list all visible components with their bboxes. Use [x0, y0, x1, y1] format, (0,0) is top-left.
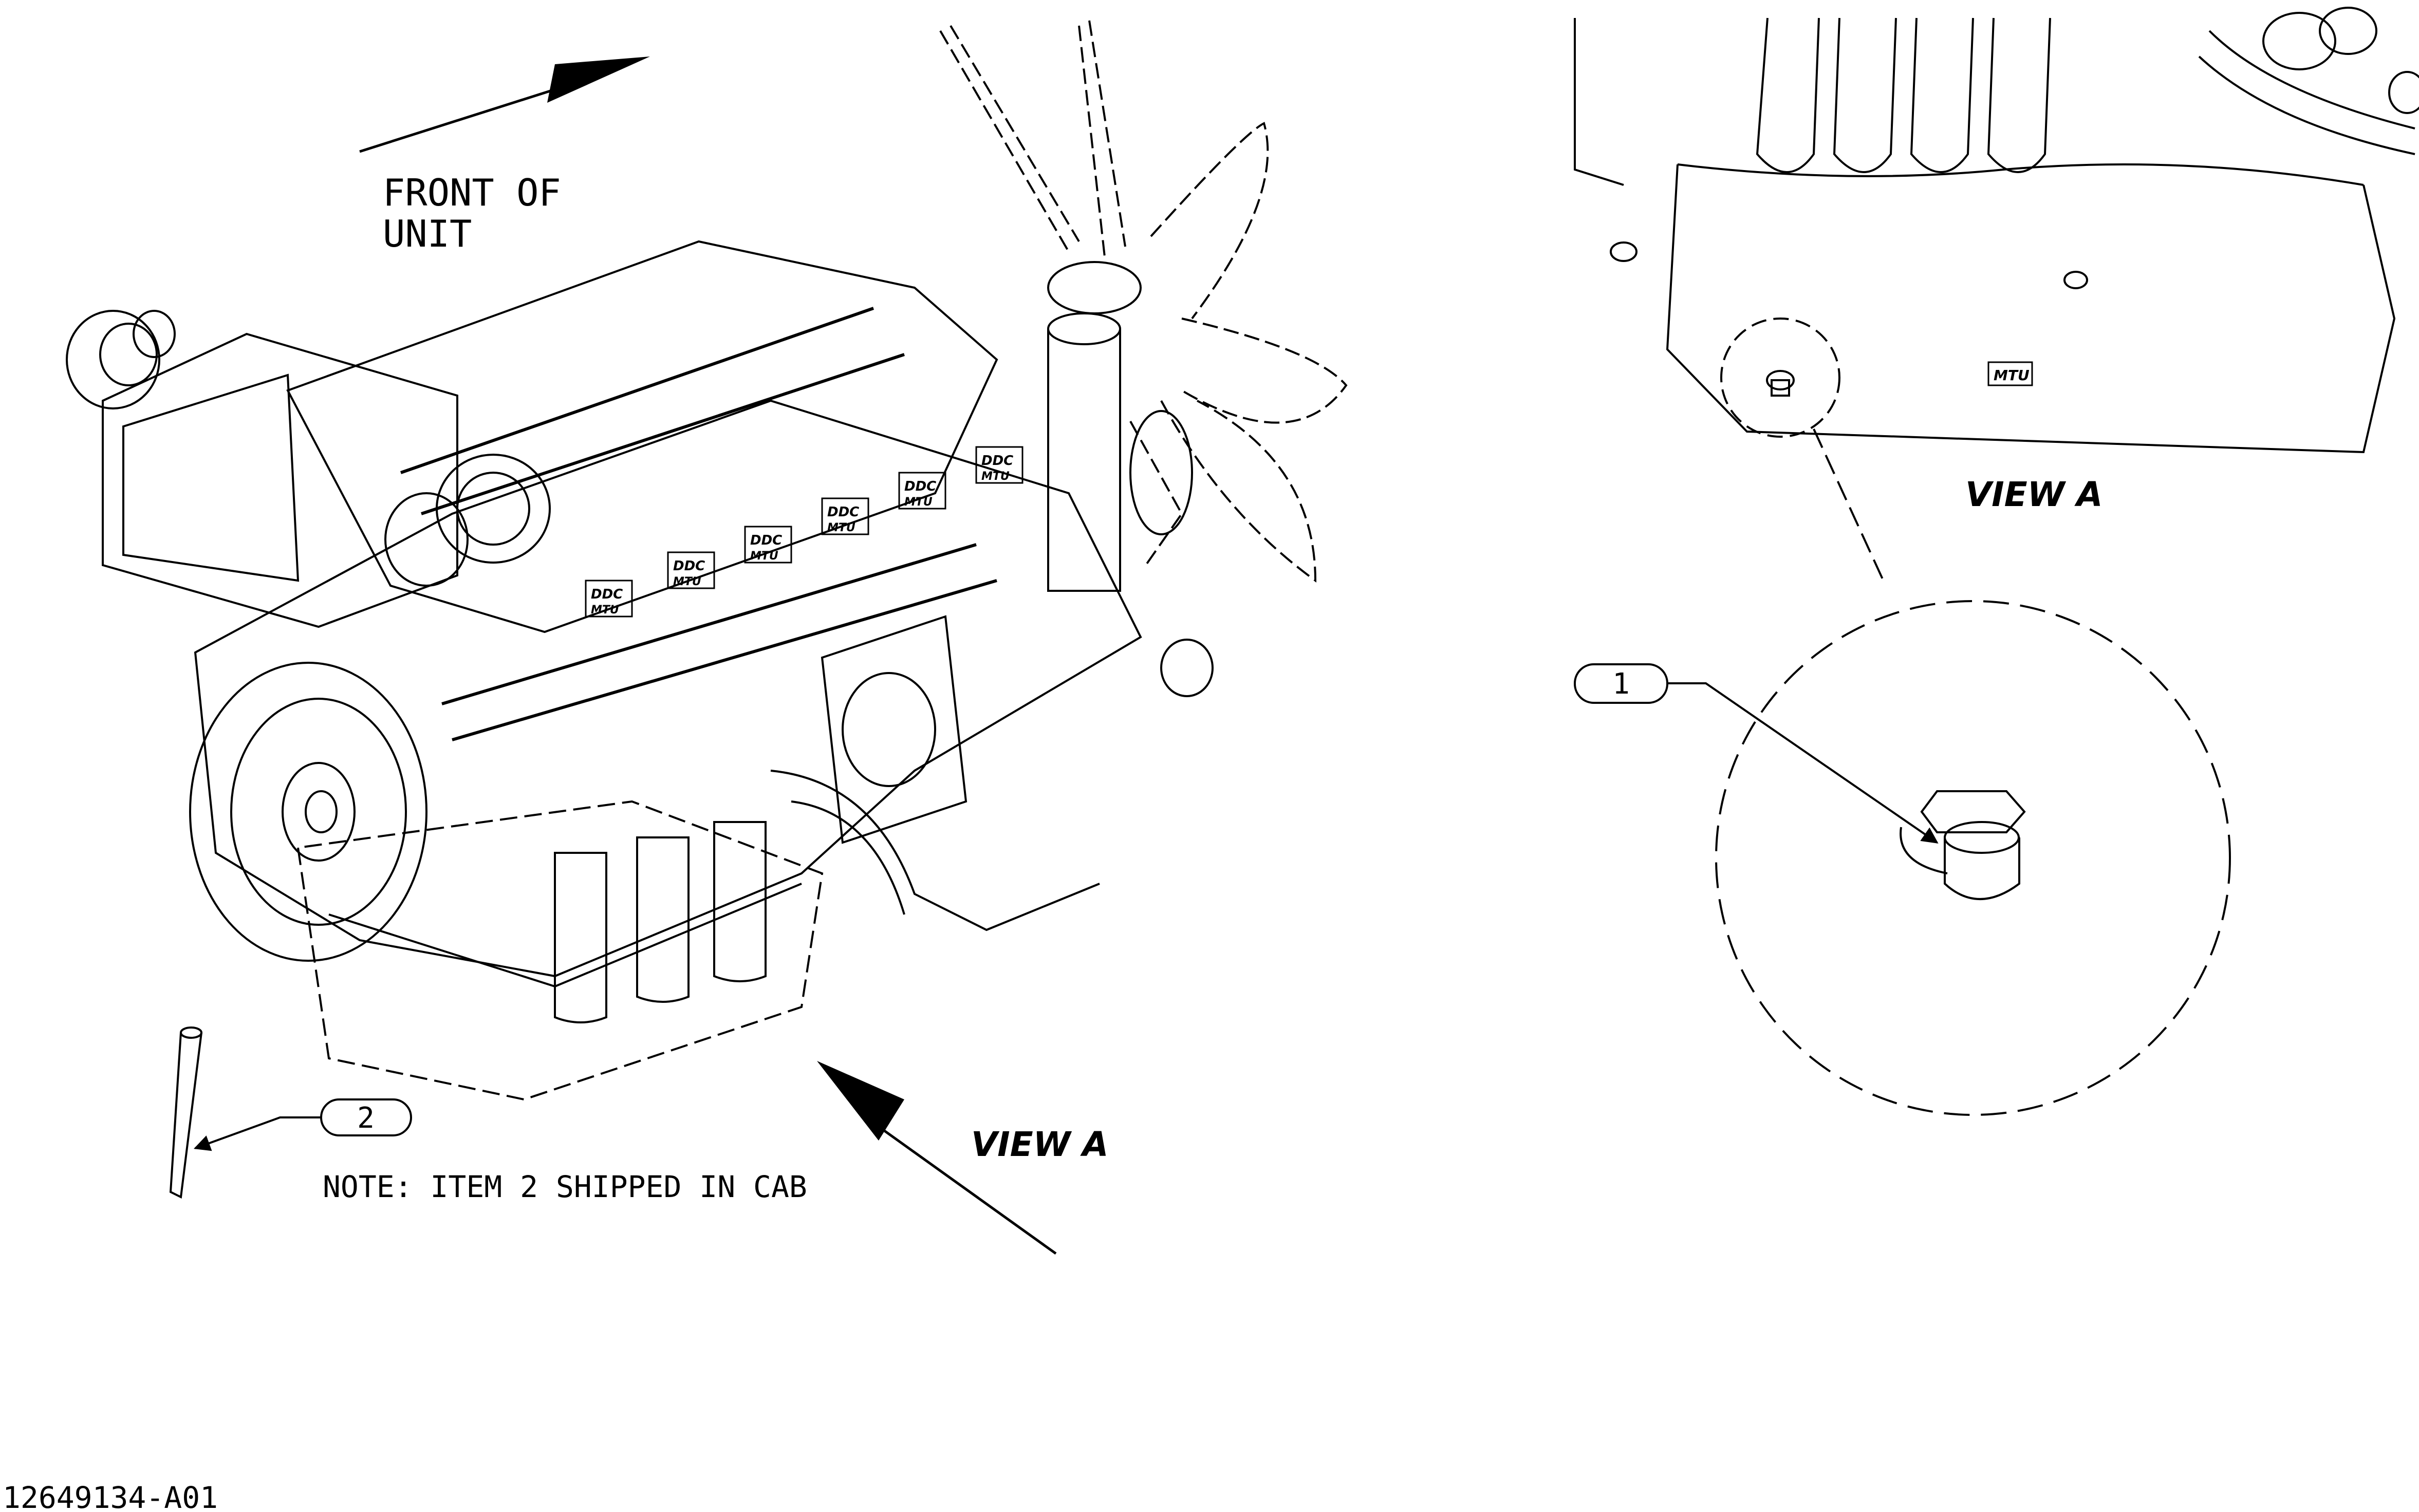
front-of-unit-label-line1: FRONT OF — [383, 171, 561, 214]
view-a-label-detail: VIEW A — [1965, 475, 2103, 514]
callout-2: 2 — [195, 1099, 411, 1148]
mtu-logo: MTU — [981, 470, 1010, 483]
sump-logo: MTU — [1988, 362, 2032, 385]
ddc-logo: DDC — [750, 533, 782, 548]
front-of-unit-label-line2: UNIT — [383, 212, 472, 255]
callout-1-number: 1 — [1612, 667, 1630, 701]
mtu-logo: MTU — [750, 550, 778, 563]
mtu-logo: MTU — [673, 575, 701, 588]
front-of-unit-arrow — [360, 57, 650, 152]
ddc-logo: DDC — [673, 558, 705, 574]
mtu-logo: MTU — [904, 496, 933, 509]
mtu-logo: MTU — [827, 521, 855, 534]
callout-1: 1 — [1575, 664, 1937, 843]
item-2-tube — [171, 1028, 201, 1197]
ddc-logo: DDC — [827, 505, 859, 520]
mtu-logo: MTU — [591, 604, 619, 617]
ddc-logo: DDC — [981, 453, 1013, 469]
engine-assembly — [67, 21, 1346, 1099]
sump-mtu-logo: MTU — [1994, 367, 2030, 384]
note-text: NOTE: ITEM 2 SHIPPED IN CAB — [323, 1169, 807, 1204]
ddc-logo: DDC — [591, 587, 623, 602]
view-a-label-main: VIEW A — [971, 1125, 1109, 1164]
callout-2-number: 2 — [357, 1102, 375, 1135]
ddc-logo: DDC — [904, 479, 936, 494]
view-a-detail — [1575, 8, 2419, 1115]
drawing-number: 12649134-A01 — [3, 1480, 218, 1512]
